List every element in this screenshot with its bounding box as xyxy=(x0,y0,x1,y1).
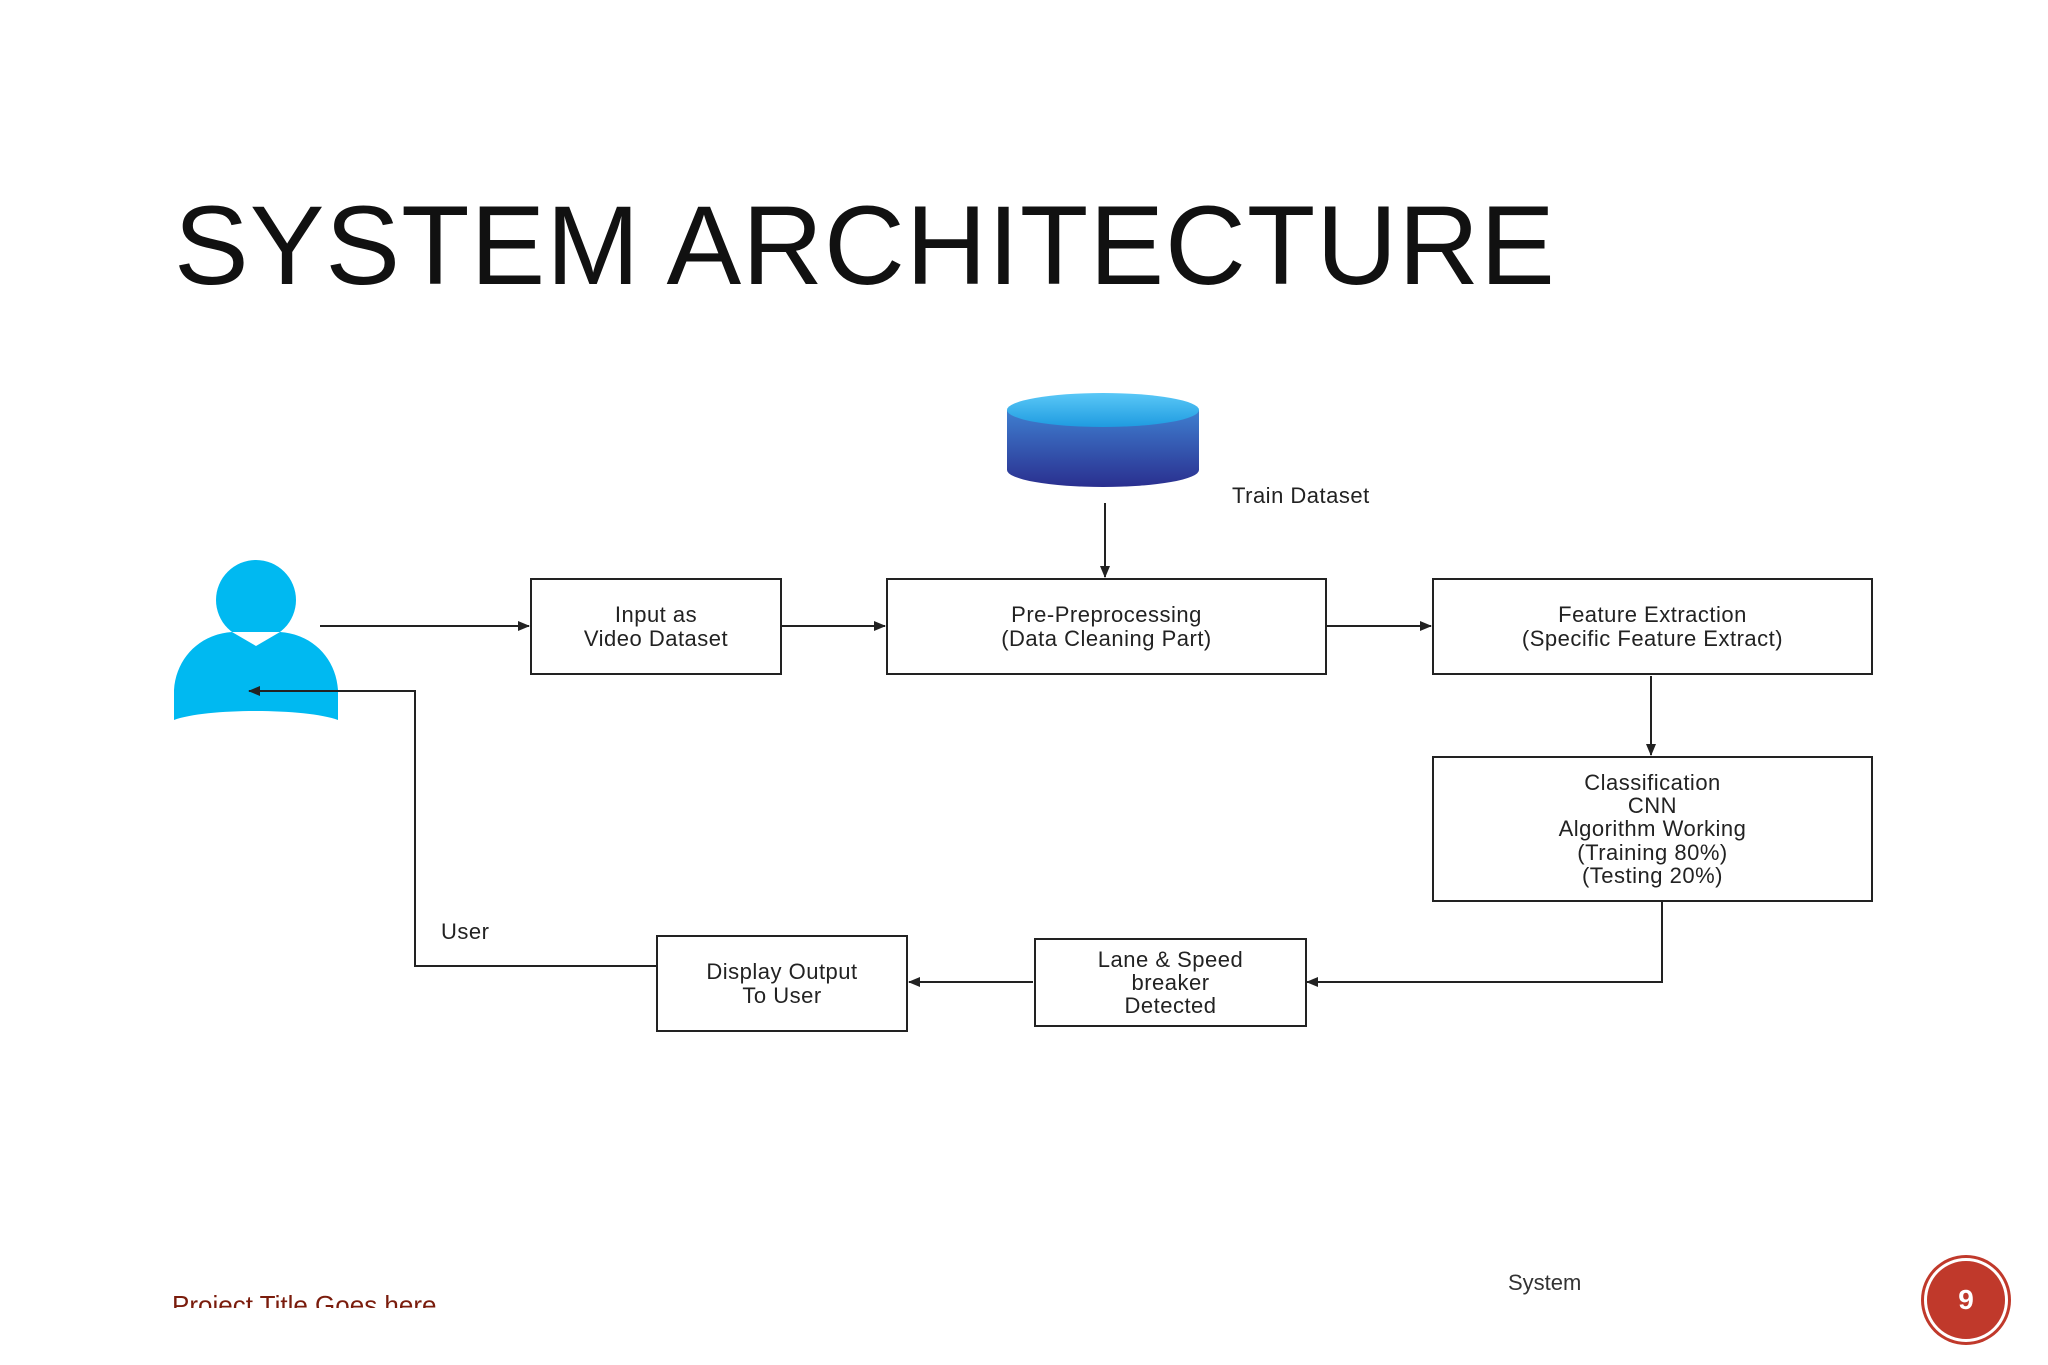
database-icon xyxy=(1007,393,1199,487)
slide-title: SYSTEM ARCHITECTURE xyxy=(174,183,1556,308)
train-dataset-label: Train Dataset xyxy=(1232,483,1370,508)
arrow-display-to-user xyxy=(248,686,656,967)
feature-extraction-text: Feature Extraction (Specific Feature Ext… xyxy=(1521,602,1784,651)
arrow-classification-to-detection xyxy=(1306,902,1663,987)
detection-text: Lane & Speed breaker Detected xyxy=(1097,946,1244,1019)
preprocessing-box: Pre-Preprocessing (Data Cleaning Part) xyxy=(886,578,1327,675)
preprocessing-text: Pre-Preprocessing (Data Cleaning Part) xyxy=(1001,602,1212,651)
page-number: 9 xyxy=(1958,1284,1974,1315)
feature-extraction-box: Feature Extraction (Specific Feature Ext… xyxy=(1432,578,1873,675)
footer-center-text: System xyxy=(1508,1270,1582,1295)
input-dataset-box: Input as Video Dataset xyxy=(530,578,782,675)
display-output-box: Display Output To User xyxy=(656,935,908,1032)
input-dataset-text: Input as Video Dataset xyxy=(583,602,729,651)
detection-box: Lane & Speed breaker Detected xyxy=(1034,938,1307,1027)
footer-project-title-text: Project Title Goes here xyxy=(172,1290,437,1308)
connector-lines xyxy=(248,503,1663,987)
classification-text: Classification CNN Algorithm Working (Tr… xyxy=(1558,769,1747,888)
display-output-text: Display Output To User xyxy=(706,959,858,1008)
classification-box: Classification CNN Algorithm Working (Tr… xyxy=(1432,756,1873,902)
footer-project-title: Project Title Goes here xyxy=(172,1278,492,1308)
page-number-badge: 9 xyxy=(1924,1258,2008,1342)
user-icon xyxy=(174,560,338,720)
user-label: User xyxy=(441,919,490,944)
